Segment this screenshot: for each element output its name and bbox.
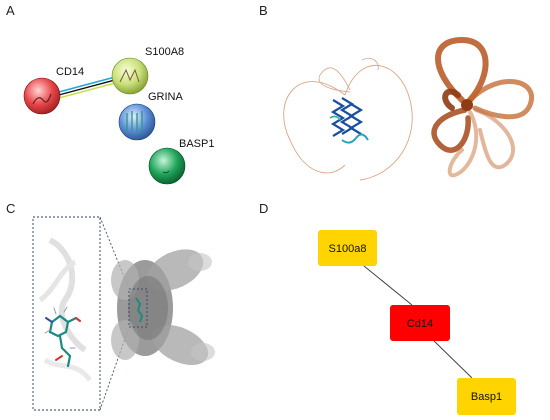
edge-cd14-basp1: [431, 338, 473, 379]
node-label-cd14: CD14: [56, 66, 84, 78]
edge-s100a8-cd14: [363, 265, 413, 306]
box-label-cd14: Cd14: [407, 318, 433, 330]
panel-a-network: CD14 S100A8 GRINA BASP1: [23, 46, 214, 185]
panel-b-structures: [283, 36, 535, 181]
box-basp1: Basp1: [457, 378, 516, 415]
node-cd14: [23, 77, 61, 115]
zoom-inset-frame: [32, 216, 101, 411]
panel-letter-a: A: [6, 3, 15, 18]
zoom-region-box: [128, 288, 148, 328]
ligand-stick-model: [44, 306, 82, 368]
box-cd14: Cd14: [390, 305, 450, 341]
panel-c-docking: [32, 216, 215, 411]
panel-letter-b: B: [259, 3, 268, 18]
panel-d-network: S100a8 Cd14 Basp1: [318, 230, 516, 415]
node-basp1: [148, 147, 186, 185]
node-label-s100a8: S100A8: [145, 46, 184, 58]
panel-letter-d: D: [259, 201, 269, 216]
box-s100a8: S100a8: [318, 230, 377, 266]
node-s100a8: [111, 57, 149, 95]
box-label-s100a8: S100a8: [329, 243, 367, 255]
protein-surface: [111, 249, 215, 365]
protein-structure-coarse: [431, 36, 535, 178]
pocket-ligand: [135, 297, 144, 323]
protein-structure-ribbon: [283, 57, 413, 181]
node-label-grina: GRINA: [148, 91, 184, 103]
node-grina: [118, 103, 156, 141]
box-label-basp1: Basp1: [471, 391, 502, 403]
panel-letter-c: C: [6, 201, 16, 216]
node-label-basp1: BASP1: [179, 138, 214, 150]
